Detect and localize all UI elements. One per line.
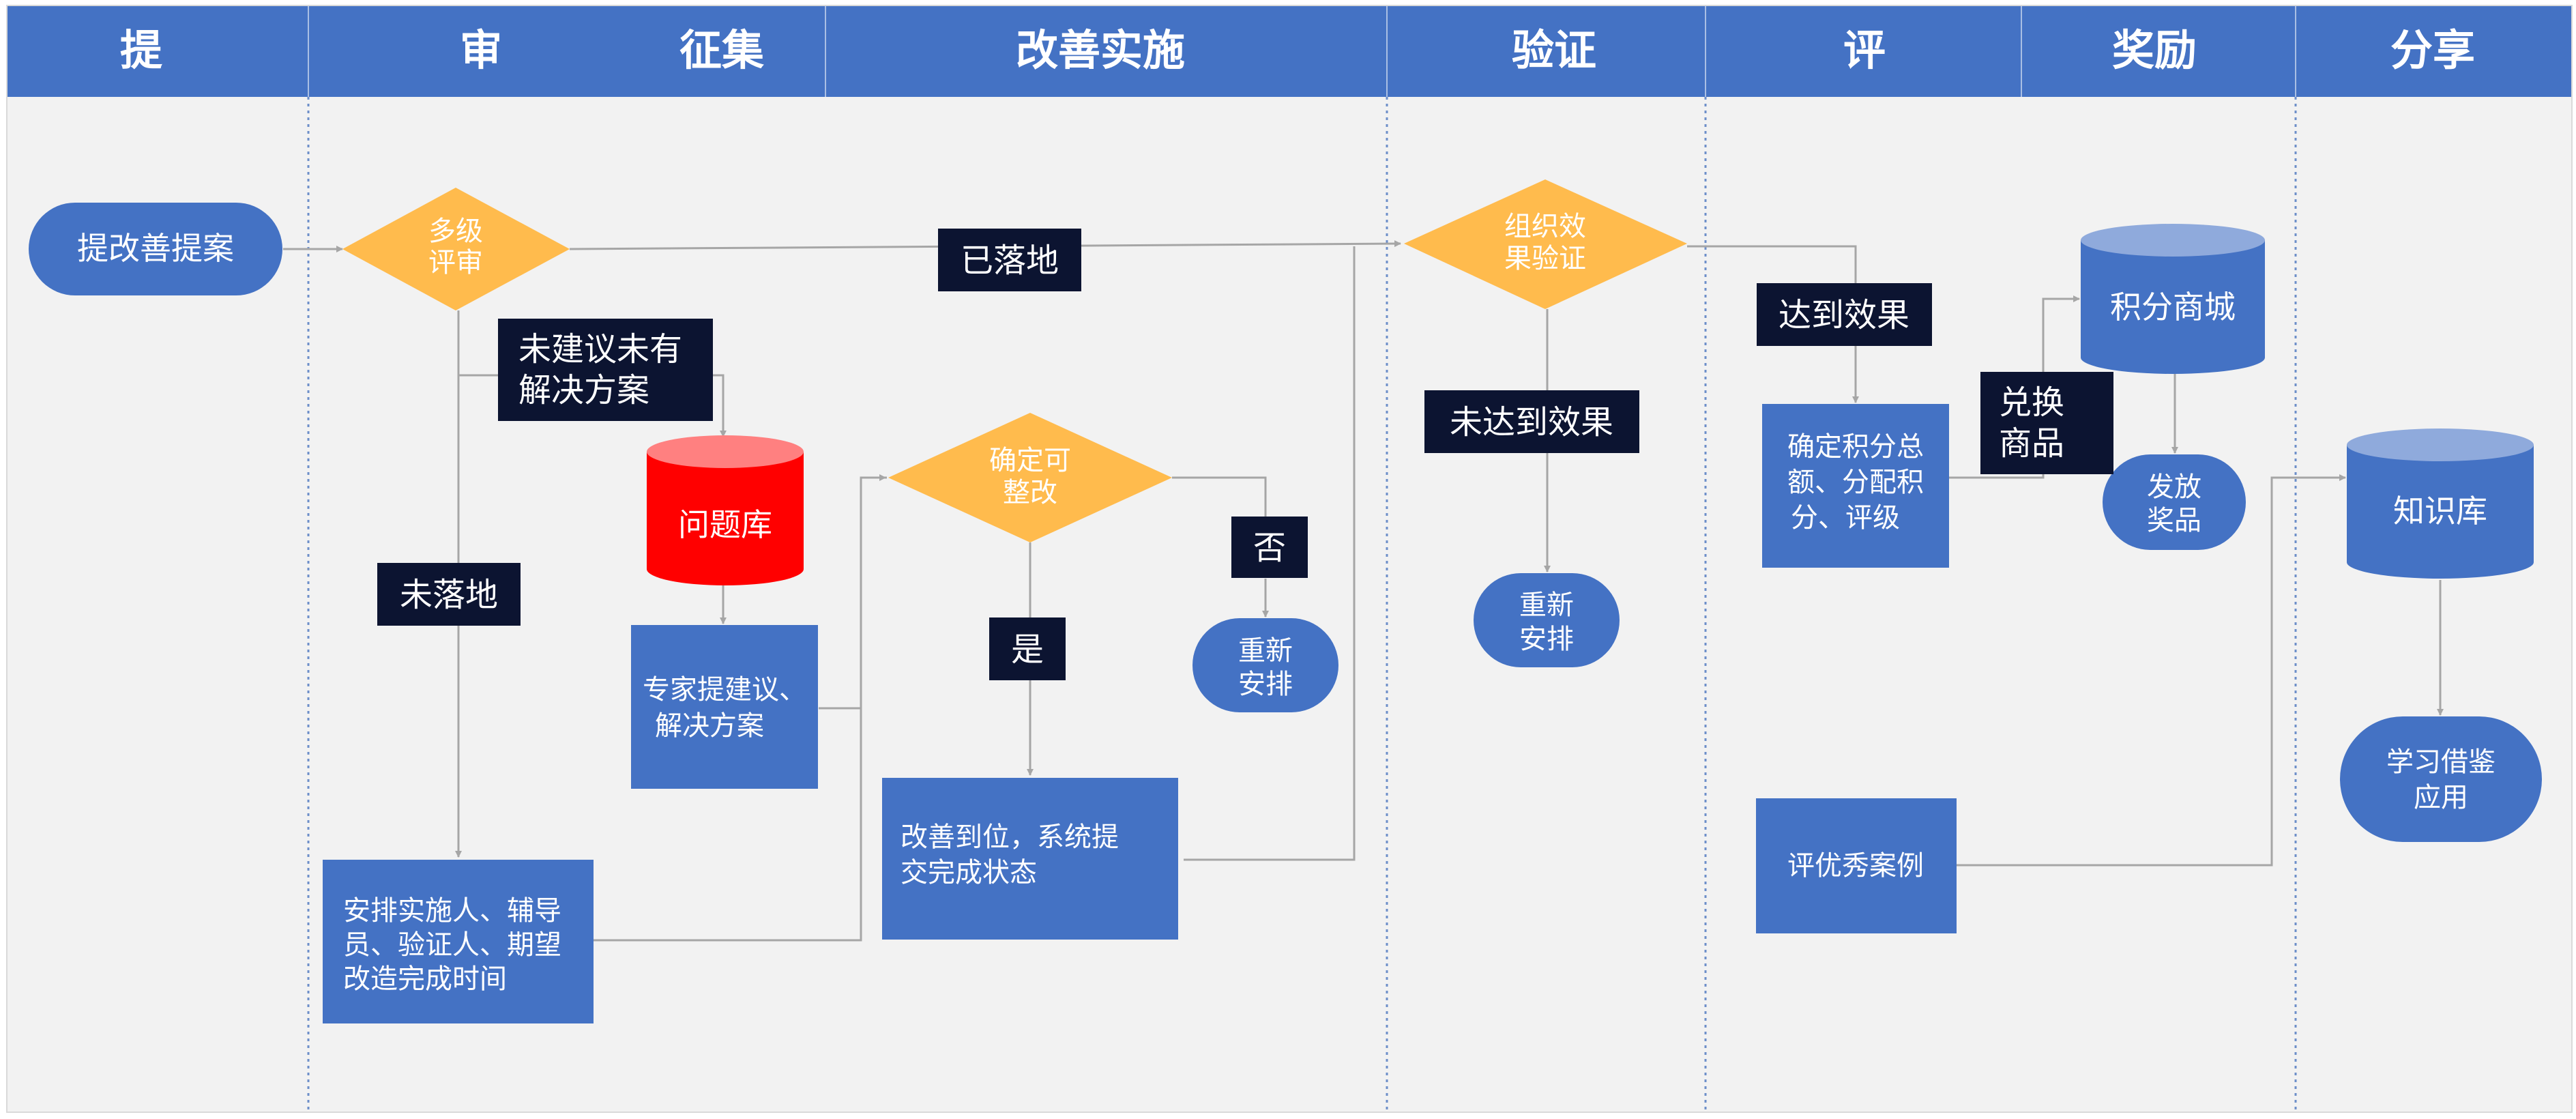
node-assign-people-line1: 安排实施人、辅导 [343,895,561,927]
node-confirm-points: 确定积分总 额、分配积 分、评级 [1762,404,1949,568]
label-exchange-line1: 兑换 [1999,383,2064,422]
label-not-effective: 未达到效果 [1424,390,1639,453]
node-expert-advice-line2: 解决方案 [655,710,764,742]
node-issue-prize: 发放 奖品 [2103,454,2246,550]
label-exchange-line2: 商品 [1999,424,2064,463]
node-confirm-points-line3: 分、评级 [1791,502,1900,534]
lane-dividers [307,97,2297,1112]
decision-multi-review-line1: 多级 [428,216,483,247]
label-no: 否 [1231,517,1308,578]
label-no-text: 否 [1253,529,1286,567]
phase-title-propose: 提 [120,25,162,75]
node-assign-people-line2: 员、验证人、期望 [343,929,561,961]
decision-confirm-fixable-line2: 整改 [1003,477,1057,508]
node-rearrange-2-line1: 重新 [1519,590,1574,621]
node-rearrange-1: 重新 安排 [1192,618,1338,712]
node-issue-prize-line1: 发放 [2147,471,2201,503]
decision-org-verify: 组织效 果验证 [1404,179,1687,309]
node-improve-done-line2: 交完成状态 [901,857,1037,888]
node-assign-people: 安排实施人、辅导 员、验证人、期望 改造完成时间 [323,860,594,1023]
label-not-landed: 未落地 [377,563,521,626]
node-rearrange-2: 重新 安排 [1474,573,1620,667]
label-landed-text: 已落地 [961,242,1059,280]
db-points-mall: 积分商城 [2081,224,2265,374]
phase-title-collect: 征集 [679,25,764,75]
node-rearrange-2-line2: 安排 [1519,624,1574,655]
node-improve-done-line1: 改善到位，系统提 [901,822,1119,853]
node-learn-apply-line2: 应用 [2414,782,2468,813]
node-expert-advice: 专家提建议、 解决方案 [631,625,818,789]
node-rearrange-1-line1: 重新 [1238,635,1293,667]
db-problem-library: 问题库 [647,435,804,585]
db-knowledge-base-text: 知识库 [2393,493,2487,529]
db-problem-library-text: 问题库 [678,506,772,543]
decision-multi-review-line2: 评审 [428,247,483,278]
node-confirm-points-line1: 确定积分总 [1787,431,1924,463]
phase-title-evaluate: 评 [1843,25,1886,75]
phase-title-reward: 奖励 [2112,25,2197,75]
node-excellent-case: 评优秀案例 [1756,798,1957,933]
label-effective-text: 达到效果 [1779,296,1909,334]
label-not-effective-text: 未达到效果 [1450,403,1613,441]
decision-multi-review: 多级 评审 [342,188,570,310]
node-expert-advice-line1: 专家提建议、 [643,674,806,706]
header-dividers [308,5,2296,97]
header-bar [7,5,2572,97]
phase-title-review: 审 [460,25,502,75]
diagram-frame [6,5,2573,1113]
node-excellent-case-text: 评优秀案例 [1787,850,1924,882]
node-improve-done: 改善到位，系统提 交完成状态 [882,778,1178,940]
node-learn-apply-line1: 学习借鉴 [2386,746,2496,778]
label-yes-text: 是 [1011,630,1044,669]
label-effective: 达到效果 [1757,283,1932,346]
phase-title-verify: 验证 [1512,25,1596,75]
node-learn-apply: 学习借鉴 应用 [2340,716,2542,842]
label-landed: 已落地 [938,229,1081,291]
node-rearrange-1-line2: 安排 [1238,669,1293,700]
node-issue-prize-line2: 奖品 [2147,505,2201,536]
label-no-suggestion: 未建议未有 解决方案 [498,319,713,421]
phase-title-share: 分享 [2390,25,2475,75]
label-no-suggestion-line1: 未建议未有 [518,330,682,368]
node-submit-proposal-text: 提改善提案 [77,230,234,267]
decision-org-verify-line2: 果验证 [1504,243,1586,274]
db-points-mall-text: 积分商城 [2110,289,2236,325]
decision-confirm-fixable: 确定可 整改 [888,413,1172,542]
label-not-landed-text: 未落地 [400,576,498,614]
node-submit-proposal: 提改善提案 [29,203,282,295]
db-knowledge-base: 知识库 [2347,428,2534,579]
label-yes: 是 [989,617,1066,680]
decision-org-verify-line1: 组织效 [1504,211,1586,242]
phase-title-implement: 改善实施 [1016,25,1185,75]
label-exchange: 兑换 商品 [1980,372,2113,474]
label-no-suggestion-line2: 解决方案 [518,371,649,409]
node-confirm-points-line2: 额、分配积 [1787,467,1924,498]
node-assign-people-line3: 改造完成时间 [343,963,507,995]
decision-confirm-fixable-line1: 确定可 [989,445,1071,476]
